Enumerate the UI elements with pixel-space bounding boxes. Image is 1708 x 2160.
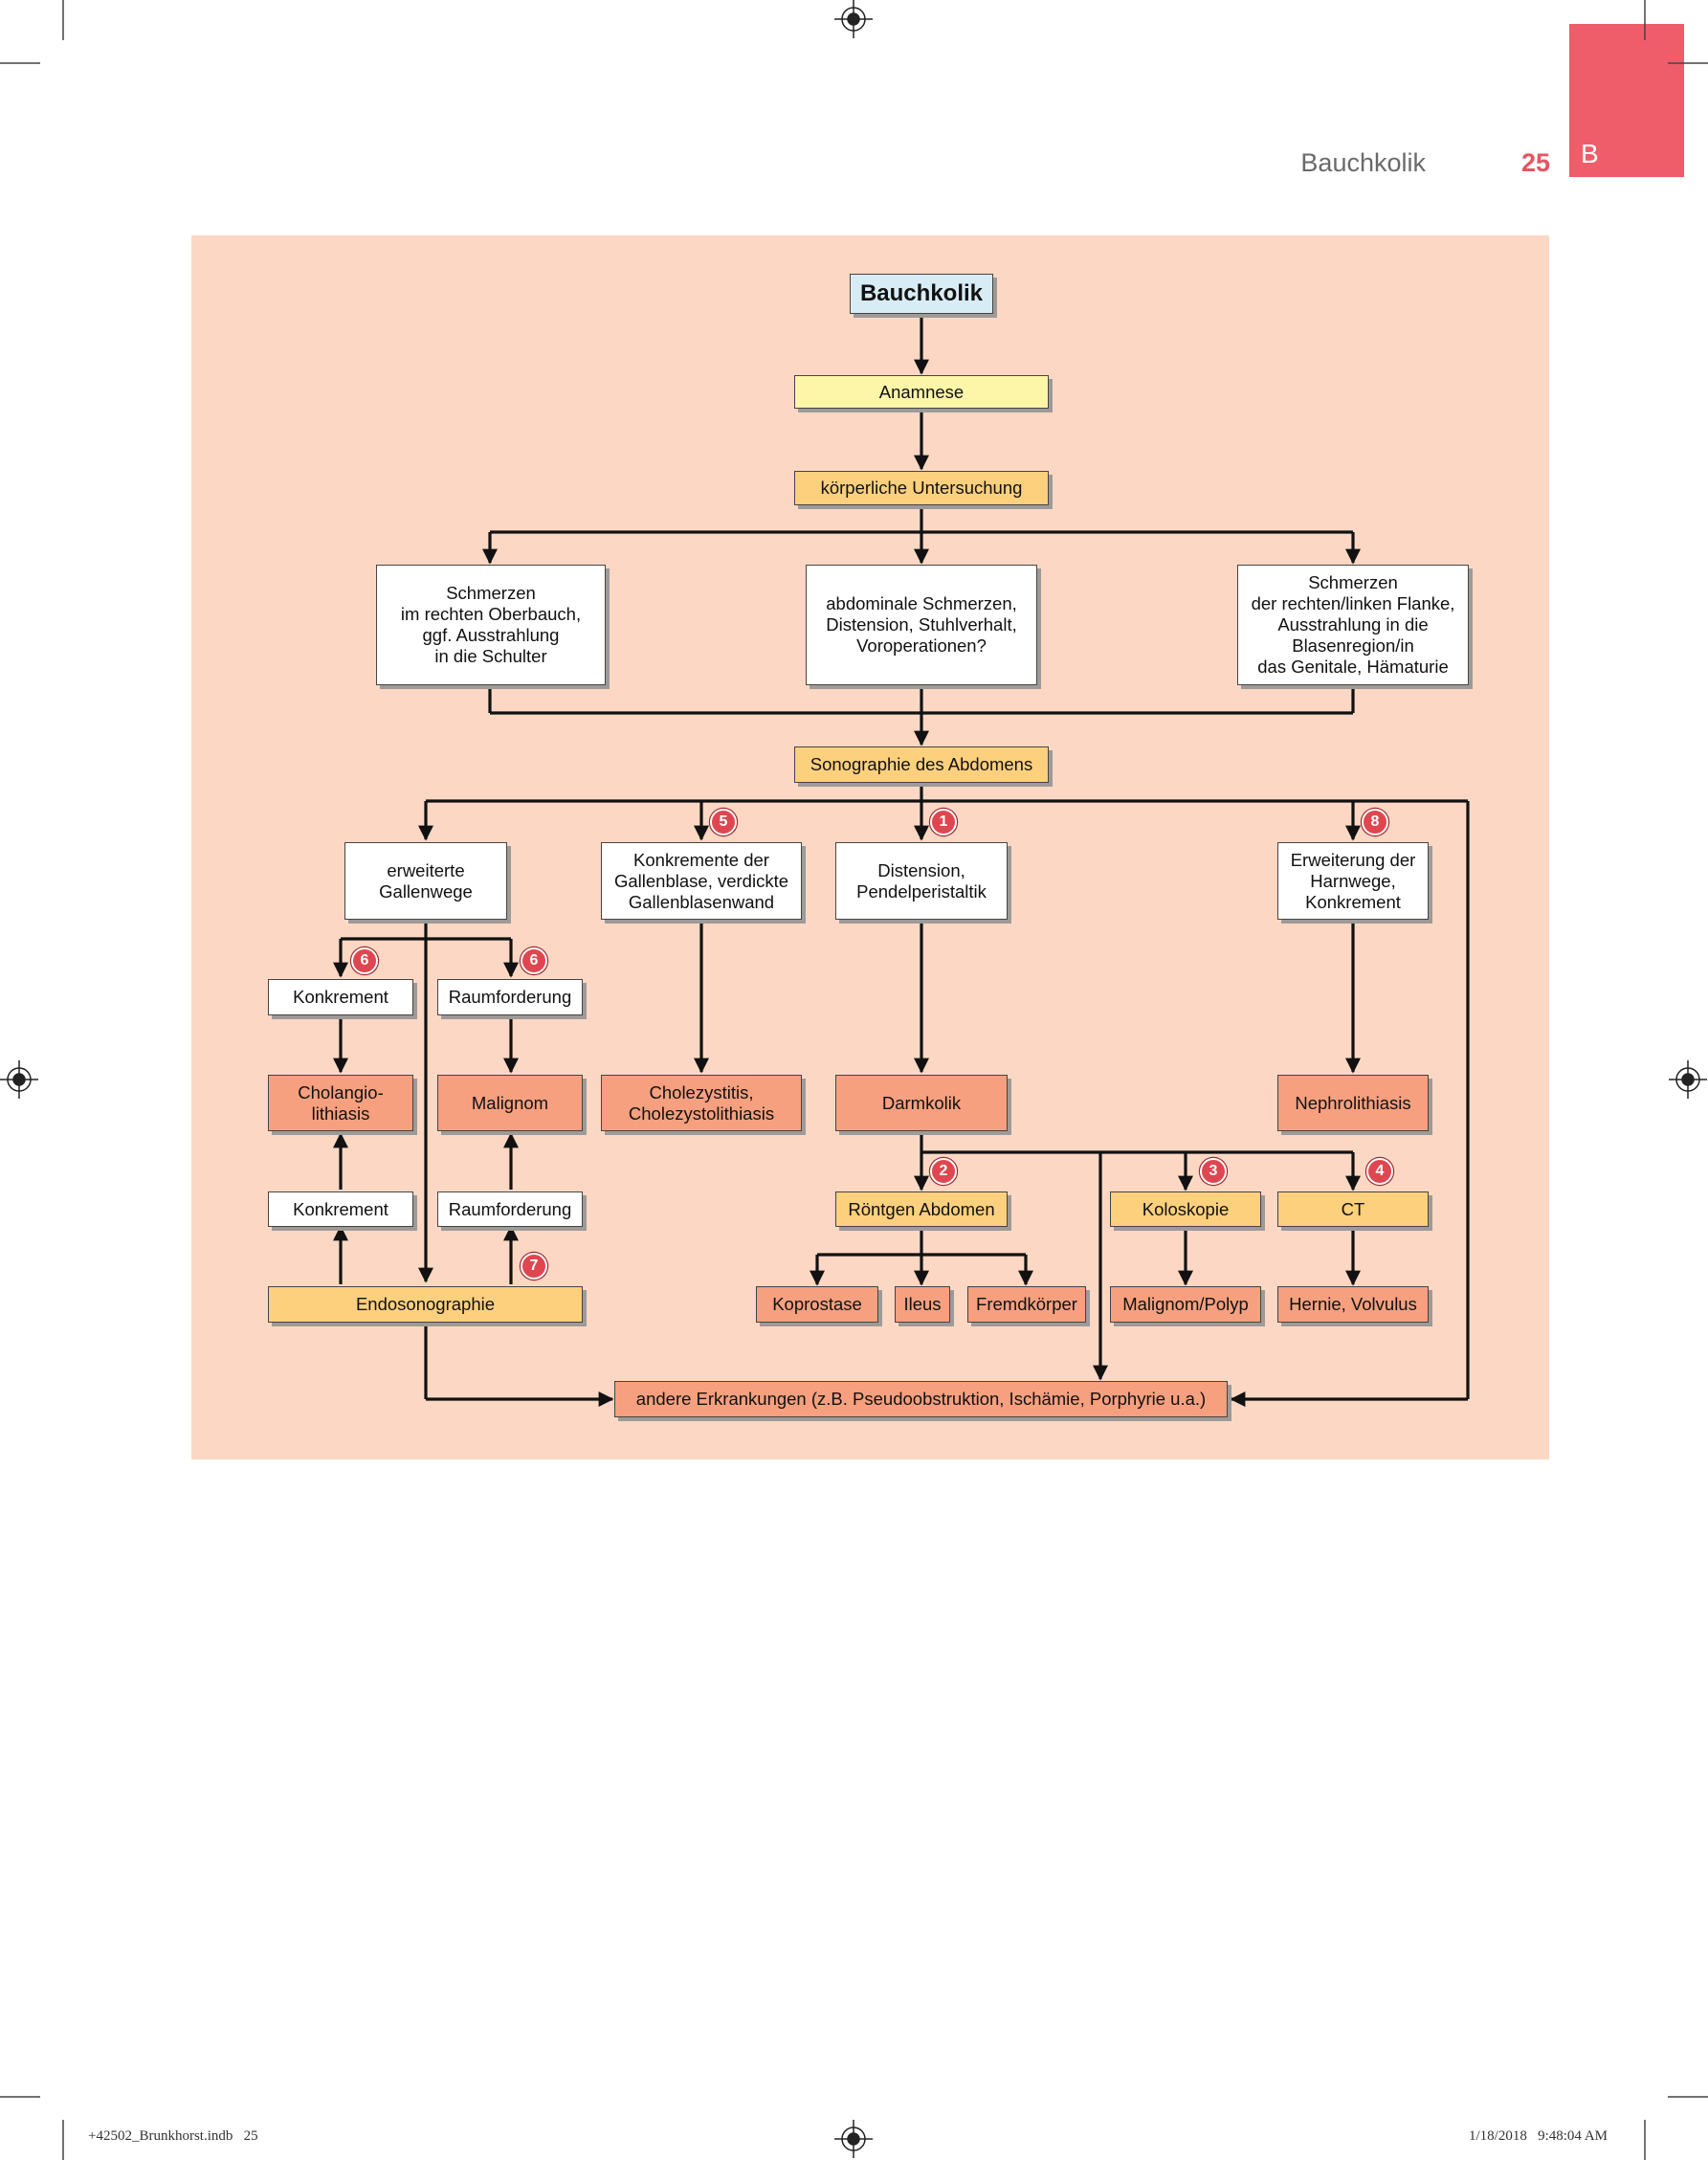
node-malignom-polyp: Malignom/Polyp <box>1110 1286 1261 1323</box>
node-cholezystitis: Cholezystitis, Cholezystolithiasis <box>601 1075 802 1131</box>
node-bauchkolik: Bauchkolik <box>850 274 993 314</box>
badge-konkrement-top: 6 <box>351 947 378 974</box>
node-raumforderung-bottom: Raumforderung <box>437 1191 583 1227</box>
node-ct: CT <box>1277 1191 1429 1227</box>
node-schmerzen-flanke: Schmerzen der rechten/linken Flanke, Aus… <box>1237 565 1469 685</box>
node-erweiterung-harnwege: Erweiterung der Harnwege, Konkrement <box>1277 842 1429 920</box>
node-cholangiolithiasis: Cholangio- lithiasis <box>268 1075 413 1131</box>
node-koprostase: Koprostase <box>756 1286 878 1323</box>
node-endosonographie: Endosonographie <box>268 1286 583 1323</box>
registration-mark-bottom <box>834 2120 873 2158</box>
registration-mark-top <box>834 0 873 38</box>
node-anamnese: Anamnese <box>794 375 1049 409</box>
node-hernie-volvulus: Hernie, Volvulus <box>1277 1286 1429 1323</box>
node-konkremente-gallenblase: Konkremente der Gallenblase, verdickte G… <box>601 842 802 920</box>
node-nephrolithiasis: Nephrolithiasis <box>1277 1075 1429 1131</box>
node-andere-erkrankungen: andere Erkrankungen (z.B. Pseudoobstrukt… <box>614 1381 1228 1417</box>
badge-ct: 4 <box>1366 1158 1393 1185</box>
node-koloskopie: Koloskopie <box>1110 1191 1261 1227</box>
badge-konkremente-gallenblase: 5 <box>710 809 737 835</box>
page-number: 25 <box>1520 148 1550 177</box>
badge-raumforderung-bottom: 7 <box>521 1253 547 1280</box>
node-sonographie: Sonographie des Abdomens <box>794 746 1049 783</box>
node-malignom: Malignom <box>437 1075 583 1131</box>
node-abdominale-schmerzen: abdominale Schmerzen, Distension, Stuhlv… <box>806 565 1037 685</box>
node-konkrement-bottom: Konkrement <box>268 1191 413 1227</box>
node-roentgen-abdomen: Röntgen Abdomen <box>835 1191 1008 1227</box>
node-schmerzen-oberbauch: Schmerzen im rechten Oberbauch, ggf. Aus… <box>376 565 606 685</box>
registration-mark-right <box>1669 1060 1707 1099</box>
node-koerperliche-untersuchung: körperliche Untersuchung <box>794 471 1049 505</box>
footer-timestamp: 1/18/2018 9:48:04 AM <box>1469 2128 1608 2144</box>
node-erweiterte-gallenwege: erweiterte Gallenwege <box>344 842 507 920</box>
node-fremdkoerper: Fremdkörper <box>967 1286 1086 1323</box>
node-distension: Distension, Pendelperistaltik <box>835 842 1008 920</box>
footer-file-info: +42502_Brunkhorst.indb 25 <box>88 2128 258 2144</box>
badge-koloskopie: 3 <box>1200 1158 1227 1185</box>
running-header-title: Bauchkolik <box>1300 148 1426 177</box>
chapter-tab <box>1569 24 1684 177</box>
chapter-letter: B <box>1581 139 1599 168</box>
badge-raumforderung-top: 6 <box>521 947 547 974</box>
badge-erweiterung-harnwege: 8 <box>1362 809 1388 835</box>
node-raumforderung-top: Raumforderung <box>437 979 583 1015</box>
node-konkrement-top: Konkrement <box>268 979 413 1015</box>
badge-distension: 1 <box>930 809 957 835</box>
node-darmkolik: Darmkolik <box>835 1075 1008 1131</box>
node-ileus: Ileus <box>895 1286 950 1323</box>
badge-roentgen-abdomen: 2 <box>930 1158 957 1185</box>
registration-mark-left <box>0 1060 38 1099</box>
